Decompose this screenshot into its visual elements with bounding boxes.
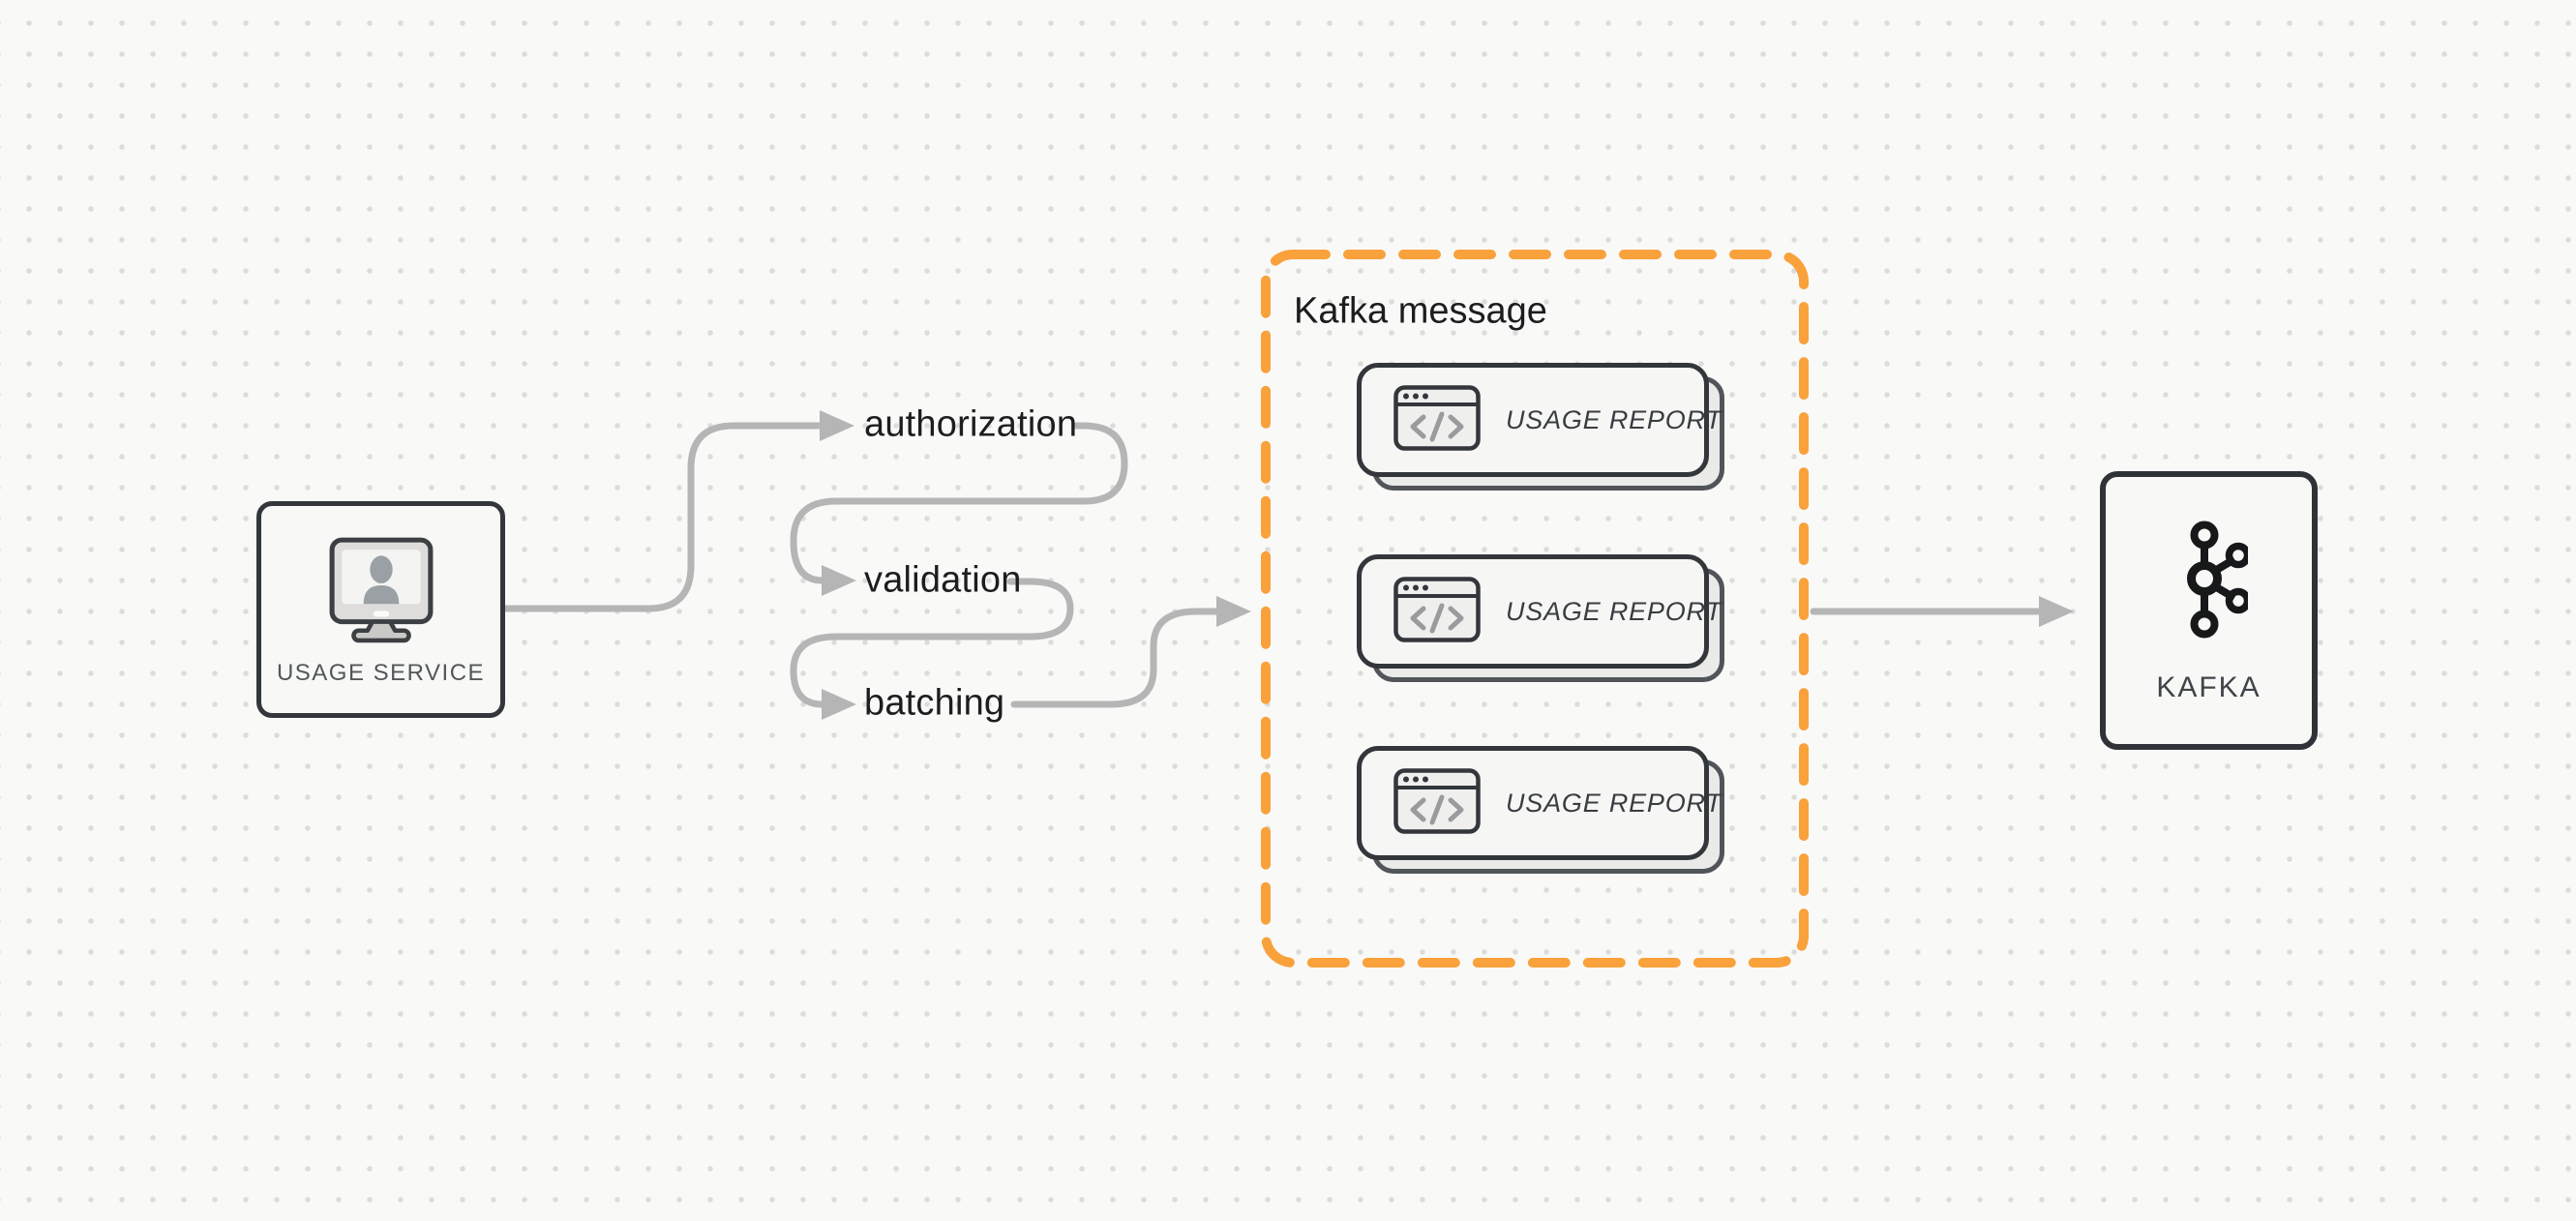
kafka-label: KAFKA xyxy=(2156,670,2261,703)
arrow-authorization-to-validation xyxy=(790,422,1128,596)
usage-report-label: USAGE REPORT xyxy=(1506,404,1722,434)
step-validation: validation xyxy=(864,559,1022,601)
kafka-node: KAFKA xyxy=(2100,471,2318,750)
step-authorization: authorization xyxy=(864,403,1078,445)
usage-report-card-2: USAGE REPORT xyxy=(1357,554,1724,682)
arrow-validation-to-batching xyxy=(790,578,1074,720)
step-batching: batching xyxy=(864,682,1005,724)
usage-service-node: USAGE SERVICE xyxy=(256,501,505,718)
usage-report-card-3: USAGE REPORT xyxy=(1357,746,1724,874)
code-window-icon xyxy=(1393,384,1481,456)
code-window-icon xyxy=(1393,576,1481,647)
usage-report-label: USAGE REPORT xyxy=(1506,788,1722,818)
kafka-logo-icon xyxy=(2171,518,2251,650)
kafka-message-title: Kafka message xyxy=(1294,290,1547,332)
usage-report-label: USAGE REPORT xyxy=(1506,596,1722,626)
code-window-icon xyxy=(1393,767,1481,839)
kafka-message-container-border xyxy=(1261,250,1809,968)
arrow-service-to-authorization xyxy=(501,410,854,612)
usage-service-label: USAGE SERVICE xyxy=(276,659,486,686)
arrow-batching-to-message xyxy=(1010,596,1251,708)
monitor-user-icon xyxy=(327,533,435,648)
usage-report-card-1: USAGE REPORT xyxy=(1357,363,1724,491)
